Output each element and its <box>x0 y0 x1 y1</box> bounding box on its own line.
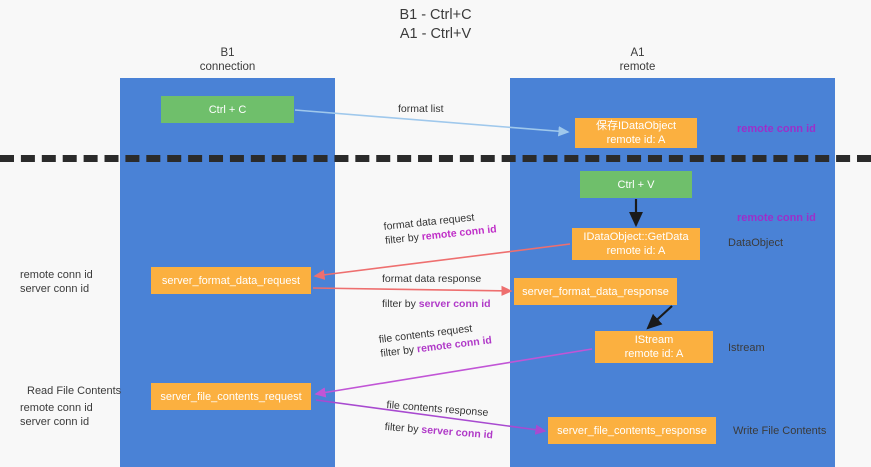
edge-label-file-contents-response: file contents response filter by server … <box>384 398 495 442</box>
annotation-left-conn-ids-low: remote conn id server conn id <box>20 401 93 429</box>
edge-label-format-data-response-filter: filter by server conn id <box>382 297 491 311</box>
node-server-file-contents-request-label: server_file_contents_request <box>160 390 302 403</box>
lane-header-a1: A1 remote <box>565 46 710 74</box>
annotation-remote-conn-id-top: remote conn id <box>737 123 816 135</box>
filter-key-server-conn-id: server conn id <box>420 423 494 442</box>
annotation-left-conn-ids-mid: remote conn id server conn id <box>20 268 93 296</box>
node-istream-line2: remote id: A <box>624 348 684 360</box>
edge-label-format-list-text: format list <box>398 103 444 115</box>
section-separator <box>0 155 871 162</box>
edge-label-format-data-request: format data request filter by remote con… <box>383 208 497 248</box>
annotation-server-conn-id-left-mid: server conn id <box>20 283 90 295</box>
node-getdata-line2: remote id: A <box>606 245 666 257</box>
node-ctrl-v[interactable]: Ctrl + V <box>580 171 692 198</box>
node-server-format-data-response[interactable]: server_format_data_response <box>514 278 677 305</box>
filter-key-server-conn-id: server conn id <box>418 298 491 310</box>
filter-prefix: filter by <box>379 343 418 360</box>
edge-label-file-contents-response-text: file contents response <box>385 398 489 419</box>
lane-header-b1-role: connection <box>199 61 256 73</box>
filter-prefix: filter by <box>384 420 422 436</box>
node-server-file-contents-response-label: server_file_contents_response <box>557 424 707 437</box>
node-ctrl-c[interactable]: Ctrl + C <box>161 96 294 123</box>
node-save-idataobject-line1: 保存IDataObject <box>595 120 677 132</box>
edge-label-format-data-response-text: format data response <box>382 273 482 285</box>
title-line-1: B1 - Ctrl+C <box>399 7 472 23</box>
node-server-format-data-request[interactable]: server_format_data_request <box>151 267 311 294</box>
edge-label-format-list: format list <box>398 102 444 116</box>
node-server-file-contents-response[interactable]: server_file_contents_response <box>548 417 716 444</box>
node-idataobject-getdata[interactable]: IDataObject::GetData remote id: A <box>572 228 700 260</box>
edge-label-format-data-response: format data response filter by server co… <box>382 272 491 311</box>
filter-prefix: filter by <box>384 231 423 247</box>
node-save-idataobject-line2: remote id: A <box>606 134 666 146</box>
node-istream[interactable]: IStream remote id: A <box>595 331 713 363</box>
filter-prefix: filter by <box>382 298 419 310</box>
annotation-dataobject: DataObject <box>728 237 784 249</box>
lane-header-a1-name: A1 <box>630 47 645 59</box>
node-server-format-data-response-label: server_format_data_response <box>522 285 669 298</box>
diagram-title: B1 - Ctrl+C A1 - Ctrl+V <box>0 6 871 44</box>
lane-header-b1-name: B1 <box>220 47 235 59</box>
lane-header-a1-role: remote <box>619 61 656 73</box>
edge-label-file-contents-response-filter: filter by server conn id <box>384 420 493 442</box>
lane-header-b1: B1 connection <box>155 46 300 74</box>
annotation-server-conn-id-left-low: server conn id <box>20 416 90 428</box>
annotation-istream: Istream <box>728 342 765 354</box>
annotation-read-file-contents: Read File Contents <box>27 385 122 397</box>
node-getdata-line1: IDataObject::GetData <box>583 231 689 243</box>
node-ctrl-v-label: Ctrl + V <box>617 178 655 191</box>
node-ctrl-c-label: Ctrl + C <box>208 103 247 116</box>
annotation-remote-conn-id-mid: remote conn id <box>737 212 816 224</box>
node-server-format-data-request-label: server_format_data_request <box>161 274 301 287</box>
edge-label-file-contents-request: file contents request filter by remote c… <box>378 319 493 360</box>
annotation-write-file-contents: Write File Contents <box>733 425 827 437</box>
node-server-file-contents-request[interactable]: server_file_contents_request <box>151 383 311 410</box>
title-line-2: A1 - Ctrl+V <box>399 26 472 42</box>
node-istream-line1: IStream <box>634 334 674 346</box>
annotation-remote-conn-id-left-low: remote conn id <box>20 402 93 414</box>
annotation-remote-conn-id-left-mid: remote conn id <box>20 269 93 281</box>
node-save-idataobject[interactable]: 保存IDataObject remote id: A <box>575 118 697 148</box>
